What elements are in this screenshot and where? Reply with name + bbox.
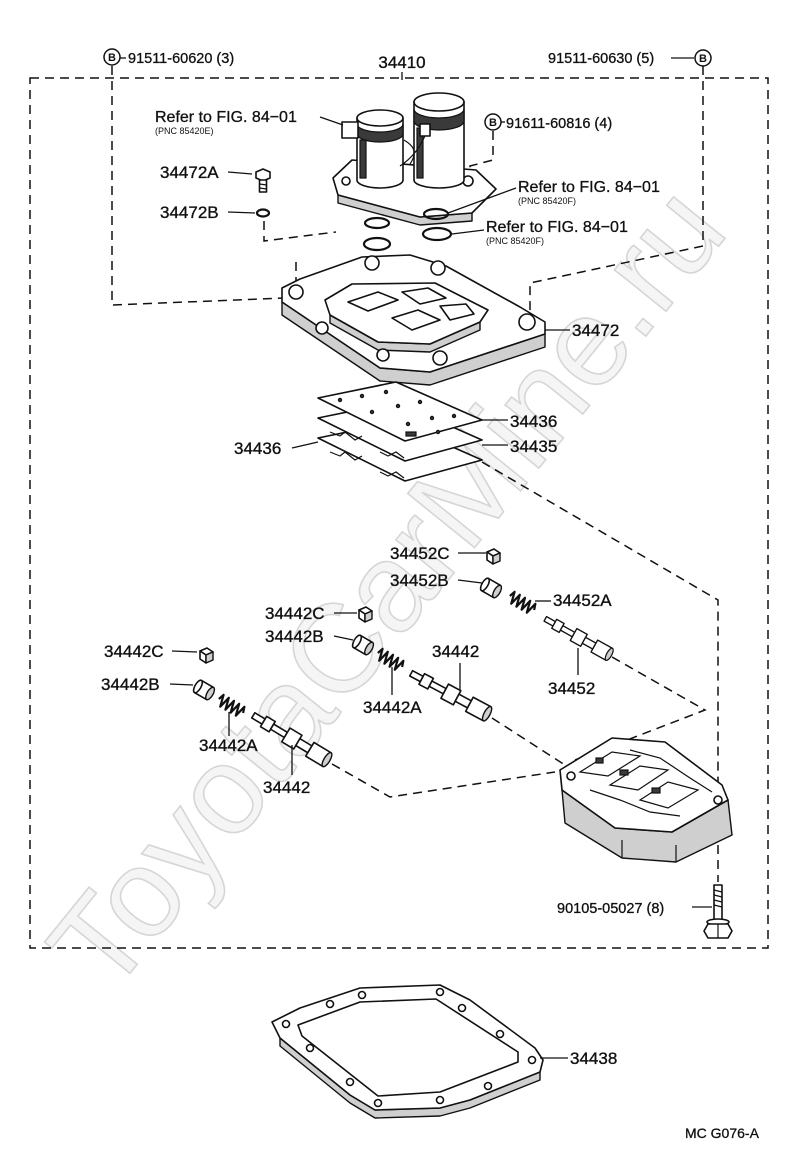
- label-34472b: 34472B: [160, 203, 219, 222]
- label-34452a: 34452A: [553, 591, 612, 610]
- spring-34442a-upper: [377, 647, 405, 671]
- lower-valve-body: [559, 737, 733, 863]
- label-34452c: 34452C: [390, 544, 450, 563]
- label-34442-left: 34442: [263, 778, 310, 797]
- figure-code: MC G076-A: [685, 1125, 760, 1141]
- bolt-34472a: [255, 168, 271, 193]
- oil-pan-gasket-34438: [271, 984, 544, 1119]
- label-34452: 34452: [548, 679, 595, 698]
- o-ring-right-lower: [421, 226, 453, 242]
- label-bolt-90105-05027: 90105-05027 (8): [557, 901, 664, 917]
- o-ring-right-upper: [422, 207, 450, 221]
- cap-34442c-upper: [358, 606, 373, 623]
- assembly-boundary: [29, 77, 769, 949]
- bolt-ref-symbol-right: B: [694, 49, 712, 67]
- cap-34442c-left: [199, 647, 214, 664]
- label-34442b-left: 34442B: [101, 675, 160, 694]
- label-34436-lower: 34436: [234, 439, 281, 458]
- bolt-ref-symbol-left: B: [103, 48, 121, 66]
- label-34438: 34438: [570, 1049, 617, 1068]
- dash-valve-34442-left: [331, 763, 556, 798]
- dash-plates-to-body: [481, 461, 719, 798]
- label-34442b-upper: 34442B: [265, 627, 324, 646]
- bolt-90105-05027: [703, 884, 733, 939]
- solenoid-assembly: [332, 92, 497, 226]
- label-34452b: 34452B: [390, 571, 449, 590]
- dash-bolt-right: [529, 66, 704, 312]
- dash-bolt-left: [111, 66, 286, 306]
- label-34472a: 34472A: [160, 163, 219, 182]
- valve-34442-upper: [408, 669, 493, 722]
- bolt-ref-letter-right: B: [699, 53, 707, 65]
- plug-34452b: [479, 577, 503, 599]
- bolt-ref-symbol-mid: B: [484, 113, 502, 131]
- cover-plate-34472: [281, 254, 546, 386]
- plug-34442b-upper: [351, 634, 375, 656]
- washer-34472b: [255, 208, 271, 218]
- assembly-dashed-lines: [111, 66, 719, 882]
- cap-34452c: [486, 548, 501, 565]
- label-assembly-34410: 34410: [378, 53, 425, 72]
- leader-lines: [120, 57, 712, 1059]
- label-refer-oring-upper: Refer to FIG. 84−01: [518, 179, 660, 196]
- bolt-ref-letter-left: B: [108, 52, 116, 64]
- label-34442-upper: 34442: [432, 642, 479, 661]
- label-refer-solenoid: Refer to FIG. 84−01: [155, 109, 297, 126]
- spring-34442a-left: [218, 693, 246, 717]
- valve-34452: [543, 615, 614, 661]
- label-34442c-left: 34442C: [104, 642, 164, 661]
- label-bolt-91511-60630: 91511-60630 (5): [548, 51, 654, 67]
- label-34442a-left: 34442A: [199, 736, 258, 755]
- valve-34442-left: [250, 711, 333, 768]
- label-34442a-upper: 34442A: [363, 698, 422, 717]
- label-bolt-91611-60816: 91611-60816 (4): [506, 116, 612, 132]
- label-refer-oring-lower: Refer to FIG. 84−01: [486, 219, 628, 236]
- label-34442c-upper: 34442C: [265, 604, 325, 623]
- plug-34442b-left: [192, 679, 216, 701]
- label-34472: 34472: [572, 321, 619, 340]
- bolt-ref-letter-mid: B: [489, 117, 497, 129]
- label-pnc-oring-upper: (PNC 85420F): [518, 196, 576, 206]
- label-pnc-solenoid: (PNC 85420E): [155, 126, 214, 136]
- dash-valve-34442-upper: [491, 717, 566, 766]
- label-34435: 34435: [510, 437, 557, 456]
- label-pnc-oring-lower: (PNC 85420F): [486, 236, 544, 246]
- o-ring-left-lower: [362, 236, 392, 252]
- dash-washer: [263, 221, 337, 242]
- o-ring-left-upper: [363, 216, 391, 230]
- label-34436-upper: 34436: [510, 412, 557, 431]
- spring-34452a: [509, 590, 537, 614]
- label-bolt-91511-60620: 91511-60620 (3): [128, 51, 234, 67]
